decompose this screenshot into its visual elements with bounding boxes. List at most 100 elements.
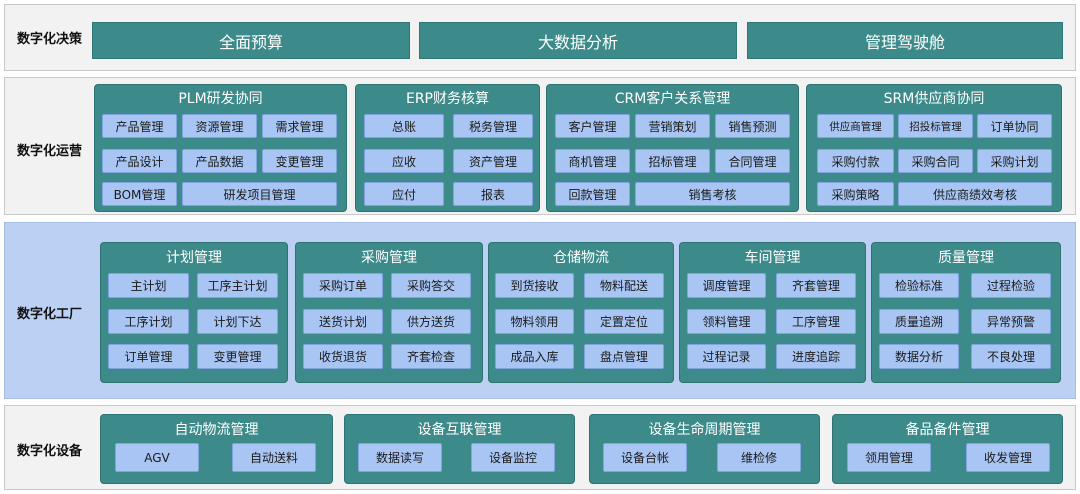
plm-panel-title: PLM研发协同	[178, 91, 263, 107]
crm-item-sales-forecast[interactable]: 销售预测	[715, 114, 790, 138]
plm-item-product-data[interactable]: 产品数据	[182, 149, 257, 173]
plm-item-product-design[interactable]: 产品设计	[102, 149, 177, 173]
purchasing-item-purchase-reply[interactable]: 采购答交	[391, 273, 471, 298]
erp-item-asset-mgmt[interactable]: 资产管理	[453, 149, 533, 173]
device-lifecycle-item-ledger[interactable]: 设备台帐	[603, 443, 687, 472]
workshop-item-kit-mgmt[interactable]: 齐套管理	[776, 273, 856, 298]
crm-panel-title: CRM客户关系管理	[614, 91, 731, 107]
crm-item-contract-mgmt[interactable]: 合同管理	[715, 149, 790, 173]
warehouse-item-finished-inbound[interactable]: 成品入库	[495, 344, 574, 369]
plm-item-requirement-mgmt[interactable]: 需求管理	[262, 114, 337, 138]
device-connect-item-monitoring[interactable]: 设备监控	[471, 443, 555, 472]
decision-section-label: 数字化决策	[17, 32, 83, 47]
planning-panel-title: 计划管理	[166, 250, 222, 266]
device-connect-item-data-rw[interactable]: 数据读写	[358, 443, 442, 472]
operation-section: 数字化运营 PLM研发协同 产品管理 资源管理 需求管理 产品设计 产品数据 变…	[4, 77, 1076, 215]
planning-item-plan-release[interactable]: 计划下达	[197, 309, 278, 334]
purchasing-item-kit-check[interactable]: 齐套检查	[391, 344, 471, 369]
srm-item-tender-mgmt[interactable]: 招投标管理	[898, 114, 973, 138]
workshop-item-picking-mgmt[interactable]: 领料管理	[687, 309, 766, 334]
crm-item-marketing-plan[interactable]: 营销策划	[635, 114, 710, 138]
purchasing-item-supplier-delivery[interactable]: 供方送货	[391, 309, 471, 334]
decision-section: 数字化决策 全面预算 大数据分析 管理驾驶舱	[4, 4, 1076, 71]
quality-item-defect-handling[interactable]: 不良处理	[971, 344, 1051, 369]
purchasing-item-purchase-order[interactable]: 采购订单	[303, 273, 383, 298]
crm-item-opportunity-mgmt[interactable]: 商机管理	[555, 149, 630, 173]
device-lifecycle-panel-title: 设备生命周期管理	[648, 422, 761, 438]
erp-item-receivable[interactable]: 应收	[364, 149, 444, 173]
crm-item-customer-mgmt[interactable]: 客户管理	[555, 114, 630, 138]
quality-item-anomaly-alert[interactable]: 异常预警	[971, 309, 1051, 334]
quality-panel: 质量管理 检验标准 过程检验 质量追溯 异常预警 数据分析 不良处理	[871, 242, 1061, 383]
device-connect-panel: 设备互联管理 数据读写 设备监控	[344, 414, 575, 484]
workshop-item-process-record[interactable]: 过程记录	[687, 344, 766, 369]
warehouse-item-material-dispatch[interactable]: 物料配送	[584, 273, 664, 298]
auto-logistics-item-agv[interactable]: AGV	[115, 443, 199, 472]
crm-item-sales-assessment[interactable]: 销售考核	[635, 182, 790, 206]
plm-item-change-mgmt[interactable]: 变更管理	[262, 149, 337, 173]
decision-item-cockpit[interactable]: 管理驾驶舱	[747, 22, 1063, 59]
erp-item-payable[interactable]: 应付	[364, 182, 444, 206]
erp-item-tax-mgmt[interactable]: 税务管理	[453, 114, 533, 138]
plm-item-rd-project-mgmt[interactable]: 研发项目管理	[182, 182, 337, 206]
spare-parts-item-requisition[interactable]: 领用管理	[847, 443, 931, 472]
srm-item-order-collab[interactable]: 订单协同	[977, 114, 1052, 138]
srm-item-purchase-contract[interactable]: 采购合同	[898, 149, 973, 173]
quality-item-data-analysis[interactable]: 数据分析	[879, 344, 959, 369]
planning-item-change-mgmt[interactable]: 变更管理	[197, 344, 278, 369]
warehouse-panel-title: 仓储物流	[553, 250, 609, 266]
crm-item-collection-mgmt[interactable]: 回款管理	[555, 182, 630, 206]
srm-item-supplier-performance[interactable]: 供应商绩效考核	[898, 182, 1052, 206]
auto-logistics-item-auto-feeding[interactable]: 自动送料	[232, 443, 316, 472]
workshop-item-progress-tracking[interactable]: 进度追踪	[776, 344, 856, 369]
auto-logistics-panel-title: 自动物流管理	[174, 422, 259, 438]
planning-item-master-plan[interactable]: 主计划	[108, 273, 189, 298]
workshop-panel: 车间管理 调度管理 齐套管理 领料管理 工序管理 过程记录 进度追踪	[679, 242, 866, 383]
quality-item-inspection-standard[interactable]: 检验标准	[879, 273, 959, 298]
purchasing-panel: 采购管理 采购订单 采购答交 送货计划 供方送货 收货退货 齐套检查	[295, 242, 483, 383]
srm-item-purchase-strategy[interactable]: 采购策略	[817, 182, 894, 206]
srm-item-purchase-plan[interactable]: 采购计划	[977, 149, 1052, 173]
planning-item-process-plan[interactable]: 工序计划	[108, 309, 189, 334]
decision-item-budget[interactable]: 全面预算	[92, 22, 410, 59]
factory-section-label: 数字化工厂	[17, 307, 83, 322]
warehouse-item-fixed-location[interactable]: 定置定位	[584, 309, 664, 334]
plm-item-product-mgmt[interactable]: 产品管理	[102, 114, 177, 138]
purchasing-panel-title: 采购管理	[361, 250, 417, 266]
srm-item-purchase-payment[interactable]: 采购付款	[817, 149, 894, 173]
spare-parts-item-receive-issue[interactable]: 收发管理	[966, 443, 1050, 472]
crm-panel: CRM客户关系管理 客户管理 营销策划 销售预测 商机管理 招标管理 合同管理 …	[546, 84, 799, 212]
erp-panel: ERP财务核算 总账 税务管理 应收 资产管理 应付 报表	[355, 84, 540, 212]
plm-item-resource-mgmt[interactable]: 资源管理	[182, 114, 257, 138]
workshop-item-dispatch-mgmt[interactable]: 调度管理	[687, 273, 766, 298]
planning-panel: 计划管理 主计划 工序主计划 工序计划 计划下达 订单管理 变更管理	[100, 242, 288, 383]
warehouse-item-inventory-count[interactable]: 盘点管理	[584, 344, 664, 369]
device-lifecycle-item-maintenance[interactable]: 维检修	[717, 443, 801, 472]
plm-item-bom-mgmt[interactable]: BOM管理	[102, 182, 177, 206]
quality-item-quality-traceability[interactable]: 质量追溯	[879, 309, 959, 334]
warehouse-panel: 仓储物流 到货接收 物料配送 物料领用 定置定位 成品入库 盘点管理	[488, 242, 674, 383]
device-connect-panel-title: 设备互联管理	[417, 422, 502, 438]
decision-item-bigdata[interactable]: 大数据分析	[419, 22, 737, 59]
purchasing-item-delivery-plan[interactable]: 送货计划	[303, 309, 383, 334]
crm-item-bidding-mgmt[interactable]: 招标管理	[635, 149, 710, 173]
purchasing-item-receive-return[interactable]: 收货退货	[303, 344, 383, 369]
srm-panel: SRM供应商协同 供应商管理 招投标管理 订单协同 采购付款 采购合同 采购计划…	[806, 84, 1062, 212]
erp-item-general-ledger[interactable]: 总账	[364, 114, 444, 138]
planning-item-process-master-plan[interactable]: 工序主计划	[197, 273, 278, 298]
planning-item-order-mgmt[interactable]: 订单管理	[108, 344, 189, 369]
workshop-item-process-mgmt[interactable]: 工序管理	[776, 309, 856, 334]
workshop-panel-title: 车间管理	[744, 250, 801, 266]
quality-item-process-inspection[interactable]: 过程检验	[971, 273, 1051, 298]
erp-item-report[interactable]: 报表	[453, 182, 533, 206]
operation-section-label: 数字化运营	[17, 144, 83, 159]
warehouse-item-goods-receipt[interactable]: 到货接收	[495, 273, 574, 298]
quality-panel-title: 质量管理	[938, 250, 994, 266]
erp-panel-title: ERP财务核算	[405, 91, 489, 107]
warehouse-item-material-requisition[interactable]: 物料领用	[495, 309, 574, 334]
device-lifecycle-panel: 设备生命周期管理 设备台帐 维检修	[589, 414, 820, 484]
equipment-section-label: 数字化设备	[17, 444, 83, 459]
factory-section: 数字化工厂 计划管理 主计划 工序主计划 工序计划 计划下达 订单管理 变更管理…	[4, 222, 1076, 399]
plm-panel: PLM研发协同 产品管理 资源管理 需求管理 产品设计 产品数据 变更管理 BO…	[94, 84, 347, 212]
srm-item-supplier-mgmt[interactable]: 供应商管理	[817, 114, 894, 138]
